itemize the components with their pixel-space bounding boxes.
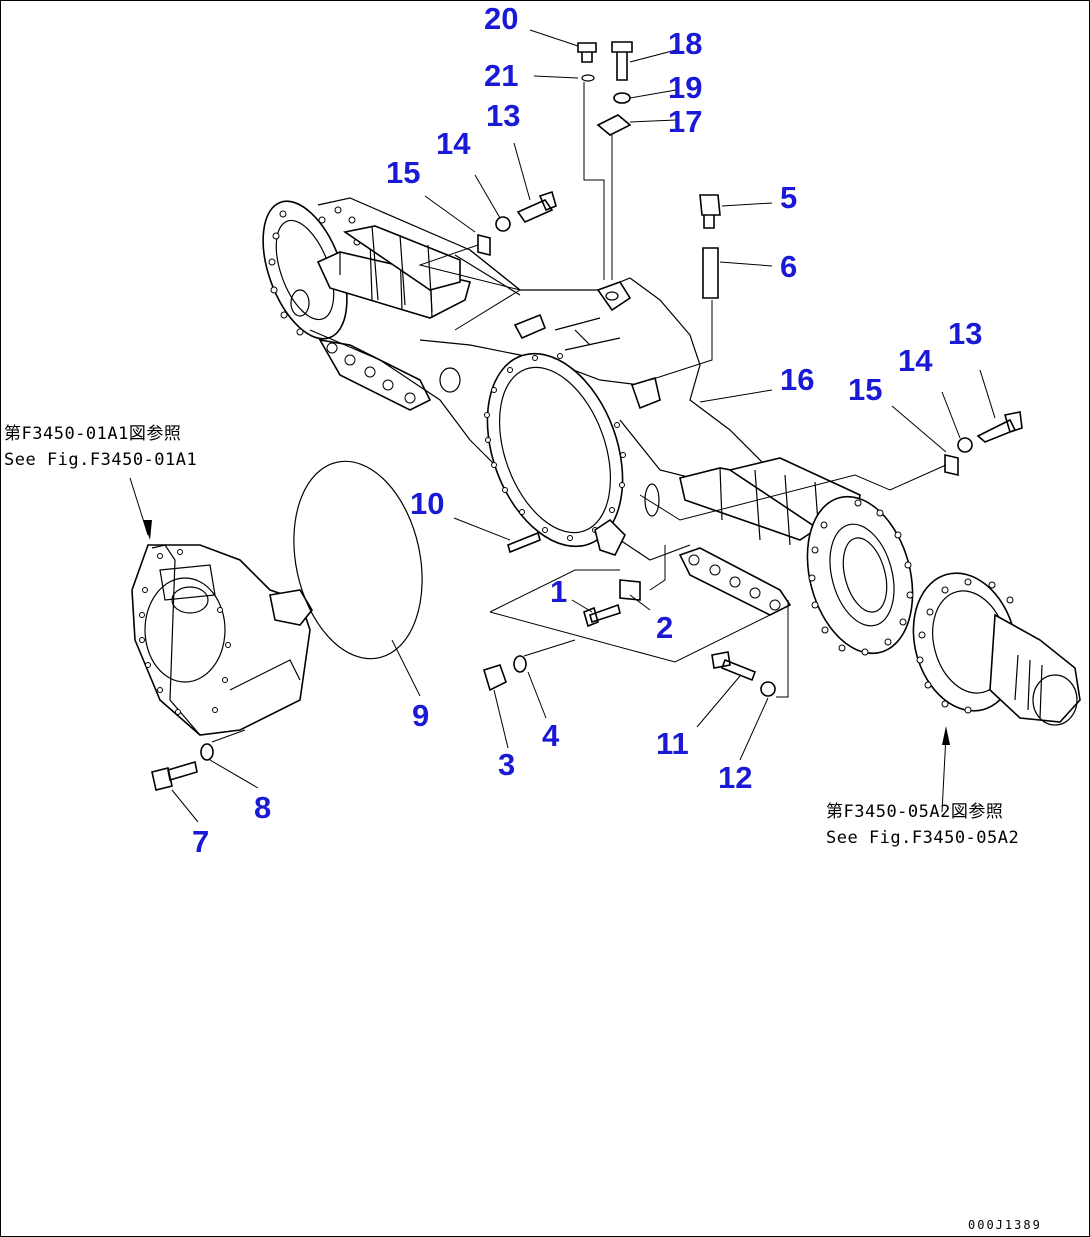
callout-14-right: 14 bbox=[898, 343, 933, 378]
left-final-drive-housing bbox=[131, 544, 313, 736]
callout-6: 6 bbox=[780, 249, 798, 284]
callout-12: 12 bbox=[718, 760, 753, 795]
callout-7: 7 bbox=[192, 824, 210, 859]
axle-housing-body bbox=[262, 197, 914, 656]
callout-1: 1 bbox=[550, 574, 568, 609]
callout-14: 14 bbox=[436, 126, 471, 161]
callout-3: 3 bbox=[498, 747, 516, 782]
callout-10: 10 bbox=[410, 486, 445, 521]
right-hub-shaft bbox=[912, 572, 1081, 726]
callout-5: 5 bbox=[780, 180, 798, 215]
callout-11: 11 bbox=[656, 726, 689, 761]
o-ring-9 bbox=[293, 460, 423, 660]
callout-17: 17 bbox=[668, 104, 703, 139]
callout-2: 2 bbox=[656, 610, 674, 645]
callout-20: 20 bbox=[484, 1, 519, 36]
right-reference-en: See Fig.F3450-05A2 bbox=[826, 828, 1020, 848]
drawing-code: 000J1389 bbox=[968, 1218, 1042, 1232]
left-reference-en: See Fig.F3450-01A1 bbox=[4, 450, 198, 470]
callout-18: 18 bbox=[668, 26, 703, 61]
callout-4: 4 bbox=[542, 718, 560, 753]
right-reference-jp: 第F3450-05A2図参照 bbox=[826, 802, 1004, 822]
callout-15-right: 15 bbox=[848, 372, 883, 407]
callout-13: 13 bbox=[486, 98, 521, 133]
callout-21: 21 bbox=[484, 58, 519, 93]
left-reference-jp: 第F3450-01A1図参照 bbox=[4, 424, 182, 444]
callout-16: 16 bbox=[780, 362, 815, 397]
callout-15: 15 bbox=[386, 155, 421, 190]
callout-8: 8 bbox=[254, 790, 272, 825]
callout-13-right: 13 bbox=[948, 316, 983, 351]
small-parts bbox=[151, 41, 1023, 791]
callout-19: 19 bbox=[668, 70, 703, 105]
leader-lines bbox=[129, 29, 996, 823]
callout-9: 9 bbox=[412, 698, 430, 733]
